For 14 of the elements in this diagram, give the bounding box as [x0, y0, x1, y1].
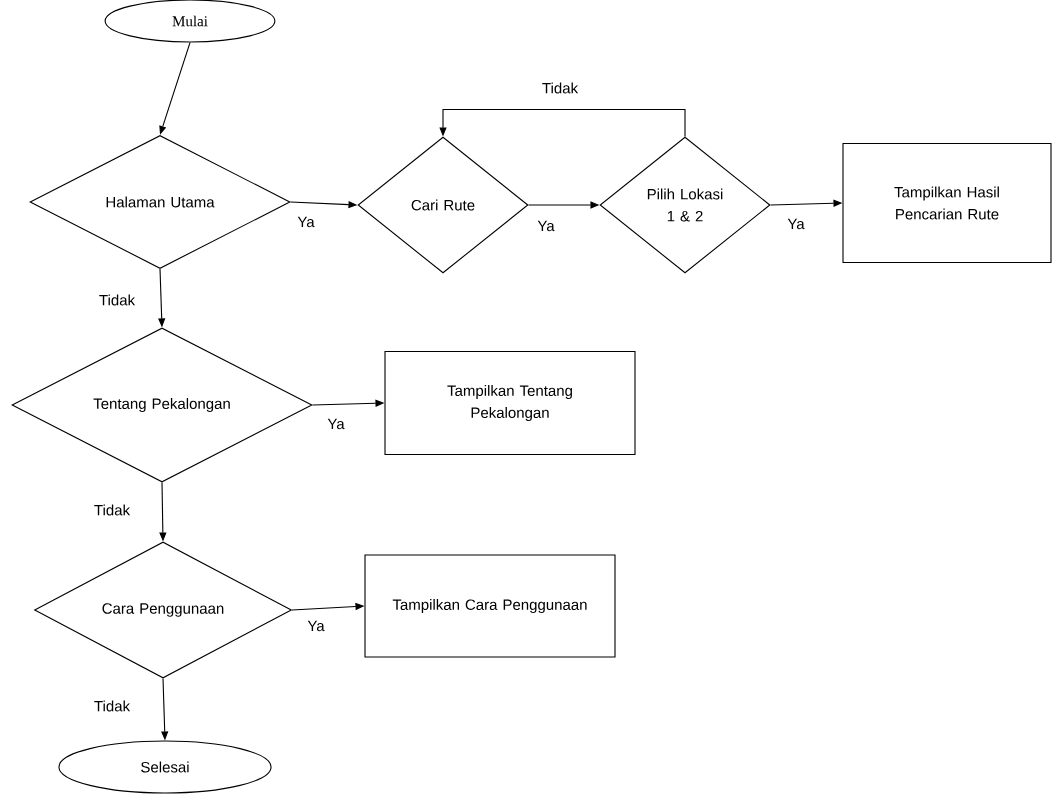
edge-label: Tidak: [540, 81, 580, 95]
edge-label: Ya: [296, 215, 316, 229]
arrow: [439, 108, 686, 137]
edge-label: Ya: [536, 219, 556, 233]
edge-label: Ya: [786, 217, 806, 231]
process-box: Tampilkan Hasil Pencarian Rute: [842, 142, 1052, 264]
edge-label: Tidak: [97, 293, 137, 307]
edge-label: Ya: [306, 619, 326, 633]
edge-label: Tidak: [92, 699, 132, 713]
process-box: Tampilkan Tentang Pekalongan: [384, 350, 636, 456]
arrow: [159, 42, 191, 135]
edge-label: Ya: [326, 417, 346, 431]
edge-label: Tidak: [92, 503, 132, 517]
process-box: Tampilkan Cara Penggunaan: [364, 554, 616, 658]
